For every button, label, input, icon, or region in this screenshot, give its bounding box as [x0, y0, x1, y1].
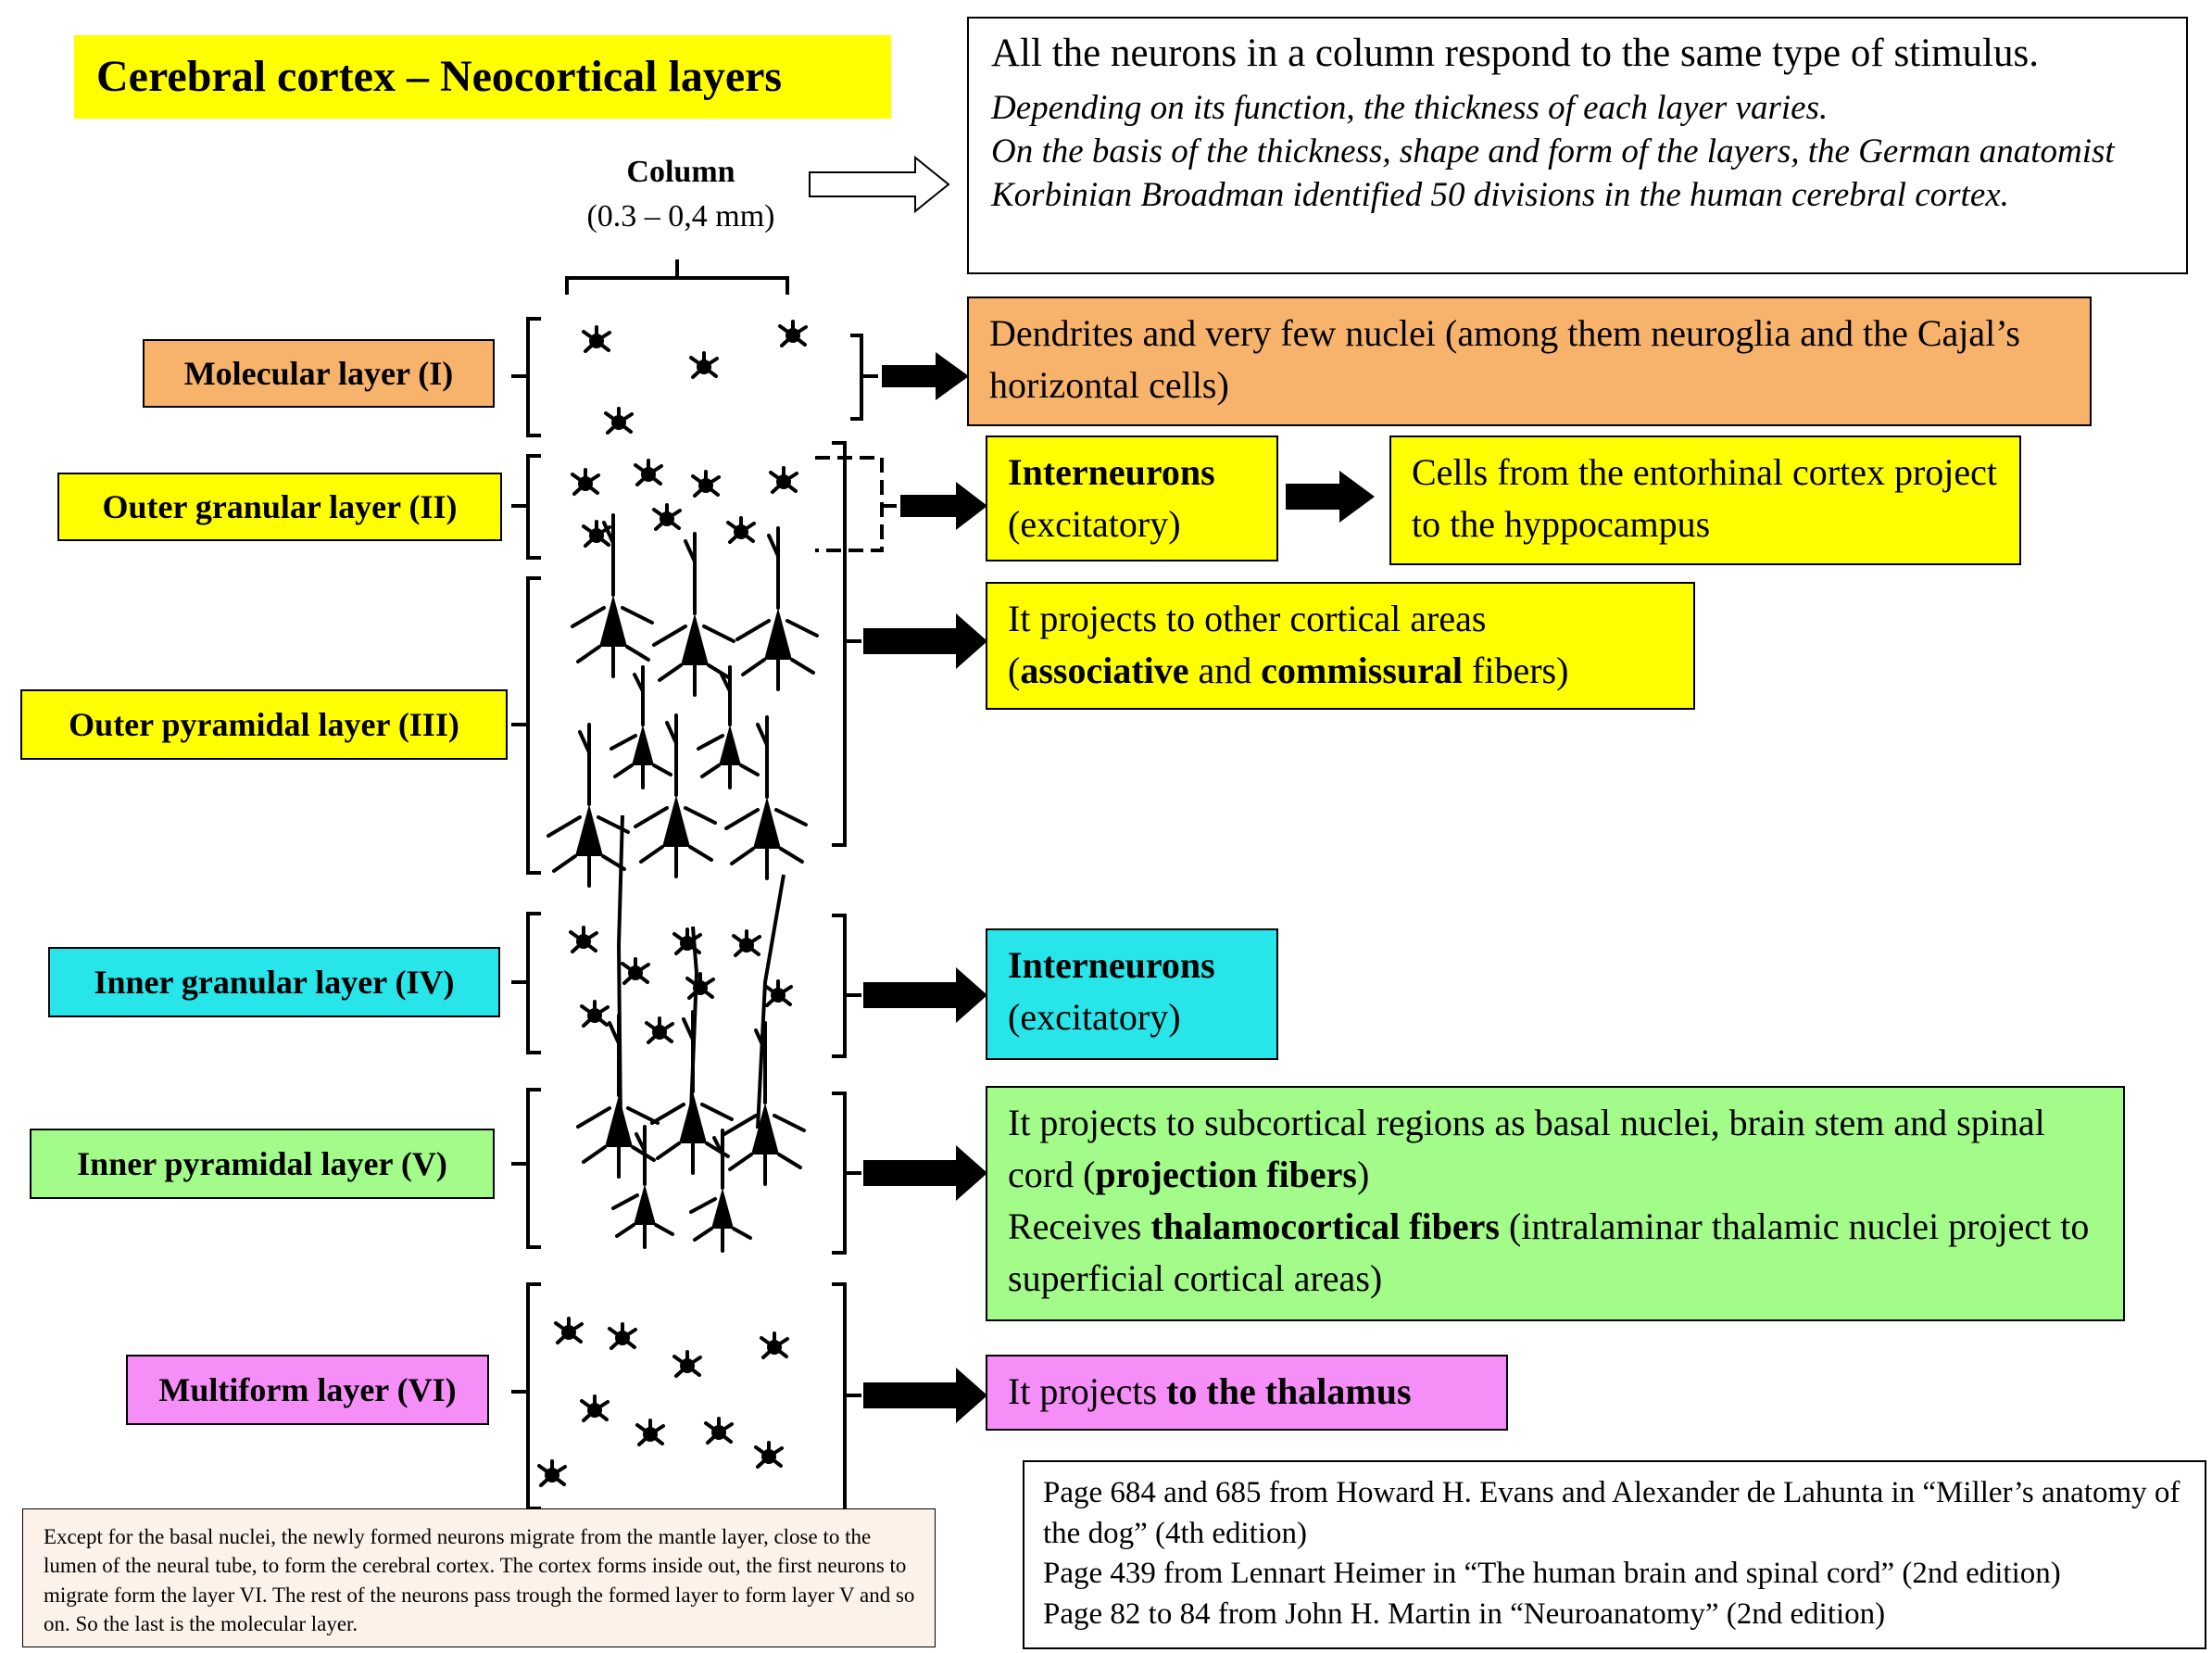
column-arrow: [809, 155, 950, 214]
intro-line-3: On the basis of the thickness, shape and…: [991, 132, 2115, 215]
right-brackets: [815, 334, 899, 1512]
reference-item: Page 684 and 685 from Howard H. Evans an…: [1043, 1476, 2181, 1550]
desc-outer-granular-bold: Interneurons: [1008, 451, 1215, 493]
desc-inner-granular: Interneurons (excitatory): [986, 928, 1278, 1060]
desc-inner-pyramidal-t1: It projects to subcortical regions as ba…: [1008, 1102, 2045, 1195]
left-brackets: [511, 317, 541, 1510]
desc-outer-pyramidal-t1: It projects to other cortical areas: [1008, 598, 1487, 639]
associative-term: associative: [1020, 650, 1189, 691]
desc-inner-pyramidal-t4: (intralaminar thalamic nuclei project to…: [1008, 1205, 2090, 1299]
column-top-bracket: [565, 259, 789, 295]
intro-line-2: Depending on its function, the thickness…: [991, 88, 1829, 127]
desc-molecular: Dendrites and very few nuclei (among the…: [967, 297, 2092, 426]
label-multiform-layer: Multiform layer (VI): [126, 1355, 489, 1425]
molecular-neurons: [582, 320, 808, 435]
migration-note: Except for the basal nuclei, the newly f…: [22, 1508, 936, 1647]
column-label: Column: [626, 155, 735, 189]
reference-item: Page 439 from Lennart Heimer in “The hum…: [1043, 1557, 2061, 1591]
thalamocortical-fibers-term: thalamocortical fibers: [1150, 1205, 1500, 1247]
label-molecular-layer: Molecular layer (I): [143, 339, 495, 408]
label-outer-pyramidal-layer: Outer pyramidal layer (III): [20, 689, 508, 760]
desc-outer-pyramidal-t4: fibers): [1463, 650, 1569, 691]
desc-entorhinal: Cells from the entorhinal cortex project…: [1389, 435, 2021, 565]
desc-multiform-t1: It projects: [1008, 1370, 1167, 1412]
multiform-neurons: [537, 1317, 789, 1487]
column-heading: Column (0.3 – 0,4 mm): [537, 150, 824, 238]
label-inner-pyramidal-layer: Inner pyramidal layer (V): [30, 1129, 495, 1199]
desc-outer-granular-text: (excitatory): [1008, 503, 1181, 545]
desc-outer-pyramidal-t3: and: [1188, 650, 1262, 691]
desc-outer-granular: Interneurons (excitatory): [986, 435, 1278, 562]
desc-inner-pyramidal-t3: Receives: [1008, 1205, 1151, 1247]
commissural-term: commissural: [1261, 650, 1464, 691]
label-outer-granular-layer: Outer granular layer (II): [57, 473, 502, 541]
column-size: (0.3 – 0,4 mm): [586, 198, 775, 233]
desc-inner-pyramidal-t2: ): [1356, 1154, 1370, 1195]
reference-item: Page 82 to 84 from John H. Martin in “Ne…: [1043, 1596, 1886, 1631]
desc-inner-pyramidal: It projects to subcortical regions as ba…: [986, 1086, 2125, 1321]
page-title: Cerebral cortex – Neocortical layers: [74, 35, 891, 119]
outer-granular-neurons: [571, 459, 798, 548]
desc-outer-pyramidal-t2: (: [1008, 650, 1021, 691]
desc-outer-pyramidal: It projects to other cortical areas (ass…: [986, 582, 1695, 710]
apical-dendrites: [616, 814, 786, 1129]
outer-pyramidal-neurons: [547, 513, 819, 888]
black-arrows: [863, 352, 1375, 1423]
intro-box: All the neurons in a column respond to t…: [967, 17, 2188, 274]
inner-pyramidal-neurons: [576, 1010, 806, 1253]
references-box: Page 684 and 685 from Howard H. Evans an…: [1023, 1460, 2206, 1649]
desc-inner-granular-bold: Interneurons: [1008, 944, 1215, 986]
intro-line-1: All the neurons in a column respond to t…: [991, 32, 2039, 75]
thalamus-term: to the thalamus: [1166, 1370, 1412, 1412]
desc-inner-granular-text: (excitatory): [1008, 996, 1181, 1038]
desc-multiform: It projects to the thalamus: [986, 1355, 1508, 1431]
inner-granular-neurons: [569, 926, 793, 1044]
projection-fibers-term: projection fibers: [1095, 1154, 1357, 1195]
label-inner-granular-layer: Inner granular layer (IV): [48, 947, 500, 1017]
